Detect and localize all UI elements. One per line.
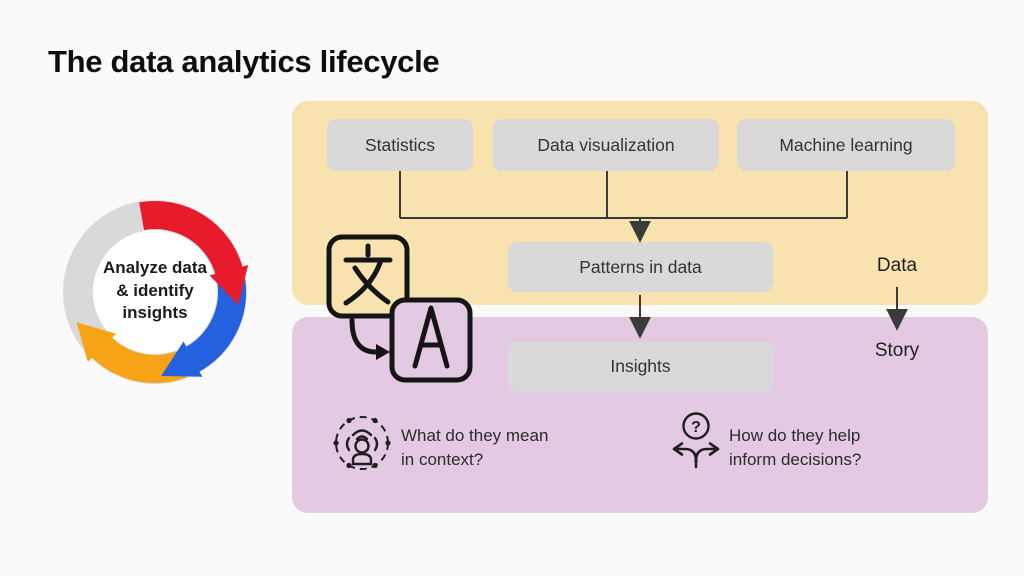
- cycle-diagram: [63, 200, 249, 384]
- decision-branches-icon: ?: [672, 412, 720, 469]
- story-label: Story: [874, 340, 920, 361]
- question-decisions-text: How do they help inform decisions?: [729, 426, 862, 469]
- question-context-text: What do they mean in context?: [401, 426, 549, 469]
- cycle-inner-disc: [93, 230, 217, 354]
- insights-box: Insights: [508, 341, 773, 392]
- tool-box-statistics: Statistics: [327, 119, 473, 171]
- tool-box-machine-learning: Machine learning: [737, 119, 955, 171]
- cycle-arrow-red-icon: [139, 201, 249, 305]
- translate-icon: [326, 234, 473, 383]
- question-mark-glyph: ?: [691, 419, 701, 436]
- tool-box-data-visualization: Data visualization: [493, 119, 719, 171]
- cycle-label: Analyze data & identify insights: [103, 258, 207, 323]
- patterns-box: Patterns in data: [508, 242, 773, 292]
- data-label: Data: [876, 255, 918, 276]
- page-title: The data analytics lifecycle: [48, 44, 440, 79]
- person-context-icon: [333, 416, 391, 470]
